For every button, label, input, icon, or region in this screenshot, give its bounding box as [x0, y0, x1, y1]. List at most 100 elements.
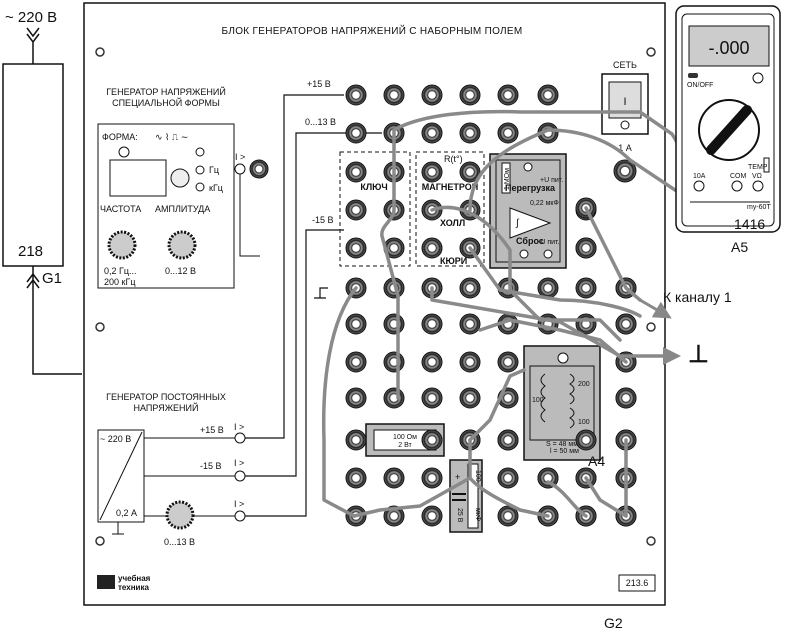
- multimeter-name: А5: [731, 239, 748, 255]
- cord-output-ch1: [584, 206, 642, 302]
- jack-com[interactable]: [731, 180, 743, 192]
- svg-text:КЮРИ: КЮРИ: [440, 256, 467, 266]
- multimeter-readout: -.000: [708, 38, 749, 58]
- jack-r1-c0[interactable]: [345, 122, 367, 144]
- svg-text:l = 50 мм: l = 50 мм: [550, 448, 579, 455]
- jack-r1-c2[interactable]: [421, 122, 443, 144]
- panel-title: БЛОК ГЕНЕРАТОРОВ НАПРЯЖЕНИЙ С НАБОРНЫМ П…: [222, 24, 523, 37]
- jack-r7-c0[interactable]: [345, 351, 367, 373]
- jack-r0-c5[interactable]: [537, 84, 559, 106]
- jack-r7-c1[interactable]: [383, 351, 405, 373]
- form-selector[interactable]: [170, 168, 190, 188]
- cord-meter-com: [546, 128, 736, 202]
- module-jack-4[interactable]: [497, 429, 519, 451]
- dc-adj-knob[interactable]: [165, 500, 195, 530]
- jack-r5-c5[interactable]: [537, 277, 559, 299]
- fuse-holder[interactable]: [613, 159, 637, 183]
- jack-r1-c3[interactable]: [459, 122, 481, 144]
- panel-g2: БЛОК ГЕНЕРАТОРОВ НАПРЯЖЕНИЙ С НАБОРНЫМ П…: [83, 2, 736, 631]
- jack-r7-c2[interactable]: [421, 351, 443, 373]
- plug-bottom-icon: [26, 266, 82, 375]
- svg-text:COM: COM: [730, 173, 747, 180]
- amp-knob[interactable]: [167, 230, 197, 260]
- jack-r1-c4[interactable]: [497, 122, 519, 144]
- g1-number: 218: [18, 243, 43, 260]
- jack-r6-c2[interactable]: [421, 313, 443, 335]
- jack-r8-c2[interactable]: [421, 387, 443, 409]
- svg-text:100 Ом: 100 Ом: [393, 434, 417, 441]
- dc-minus15-output[interactable]: [234, 470, 246, 482]
- jack-r7-c3[interactable]: [459, 351, 481, 373]
- jack-r0-c0[interactable]: [345, 84, 367, 106]
- svg-text:КЛЮЧ: КЛЮЧ: [360, 182, 387, 192]
- jack-r2-c0[interactable]: [345, 161, 367, 183]
- dc-plus15-output[interactable]: [234, 432, 246, 444]
- dc-adj-output[interactable]: [234, 510, 246, 522]
- jack-r6-c1[interactable]: [383, 313, 405, 335]
- supply-voltage-label: ~ 220 В: [5, 9, 57, 26]
- svg-text:0...13 В: 0...13 В: [305, 117, 336, 127]
- jack-r10-c0[interactable]: [345, 467, 367, 489]
- jack-r5-c6[interactable]: [575, 277, 597, 299]
- svg-text:S = 48 мм 2: S = 48 мм 2: [546, 441, 584, 448]
- g1-name: G1: [42, 270, 62, 287]
- jack-r10-c2[interactable]: [421, 467, 443, 489]
- jack-r8-c0[interactable]: [345, 387, 367, 409]
- jack-r6-c3[interactable]: [459, 313, 481, 335]
- jack-r11-c4[interactable]: [497, 505, 519, 527]
- amp-label: АМПЛИТУДА: [155, 204, 210, 214]
- jack-r0-c2[interactable]: [421, 84, 443, 106]
- jack-r11-c1[interactable]: [383, 505, 405, 527]
- svg-text:ГЕНЕРАТОР ПОСТОЯННЫХ: ГЕНЕРАТОР ПОСТОЯННЫХ: [106, 392, 226, 402]
- module-jack-7[interactable]: [615, 387, 637, 409]
- svg-text:VΩ: VΩ: [752, 173, 762, 180]
- svg-text:+: +: [455, 472, 460, 482]
- jack-r2-c2[interactable]: [421, 161, 443, 183]
- jack-r4-c0[interactable]: [345, 237, 367, 259]
- freq-label: ЧАСТОТА: [100, 204, 141, 214]
- jack-r4-c2[interactable]: [421, 237, 443, 259]
- jack-r10-c1[interactable]: [383, 467, 405, 489]
- svg-text:-U пит.: -U пит.: [538, 239, 559, 246]
- module-jack-3[interactable]: [615, 313, 637, 335]
- svg-text:I >: I >: [234, 499, 244, 509]
- jack-r8-c1[interactable]: [383, 387, 405, 409]
- module-jack-9[interactable]: [421, 429, 443, 451]
- jack-v-ohm[interactable]: [752, 180, 764, 192]
- jack-r5-c3[interactable]: [459, 277, 481, 299]
- svg-text:10A: 10A: [693, 173, 706, 180]
- jack-r2-c3[interactable]: [459, 161, 481, 183]
- jack-r0-c3[interactable]: [459, 84, 481, 106]
- svg-text:~ 220 В: ~ 220 В: [100, 434, 131, 444]
- integrator-module: 1 МОм +U пит. Перегрузка 0,22 мкФ ∫ Сбро…: [489, 153, 567, 269]
- module-jack-1[interactable]: [575, 237, 597, 259]
- special-gen-output[interactable]: [234, 163, 246, 175]
- form-label: ФОРМА:: [102, 132, 138, 142]
- jack-r3-c0[interactable]: [345, 199, 367, 221]
- jack-r11-c2[interactable]: [421, 505, 443, 527]
- svg-text:100: 100: [578, 419, 590, 426]
- jack-r7-c4[interactable]: [497, 351, 519, 373]
- jack-r10-c4[interactable]: [497, 467, 519, 489]
- channel-output-label: К каналу 1: [663, 289, 732, 305]
- svg-text:+15 В: +15 В: [200, 425, 224, 435]
- cord-trans-right2: [584, 476, 628, 518]
- onoff-button[interactable]: [688, 73, 698, 78]
- jack-10a[interactable]: [693, 180, 705, 192]
- module-jack-5[interactable]: [575, 429, 597, 451]
- g1-box: [2, 63, 64, 267]
- jack-r9-c0[interactable]: [345, 429, 367, 451]
- jack-r8-c3[interactable]: [459, 387, 481, 409]
- cord-ground-link: [478, 318, 628, 364]
- jack-r6-c0[interactable]: [345, 313, 367, 335]
- svg-text:100: 100: [474, 470, 481, 482]
- form-led: [118, 146, 130, 158]
- hz-label: Гц: [209, 165, 219, 175]
- svg-text:НАПРЯЖЕНИЙ: НАПРЯЖЕНИЙ: [134, 402, 199, 413]
- freq-knob[interactable]: [107, 230, 137, 260]
- special-gen-output-jack[interactable]: [249, 159, 269, 179]
- jack-r0-c1[interactable]: [383, 84, 405, 106]
- jack-r0-c4[interactable]: [497, 84, 519, 106]
- svg-text:1 МОм: 1 МОм: [504, 168, 511, 190]
- hold-icon: [752, 72, 764, 84]
